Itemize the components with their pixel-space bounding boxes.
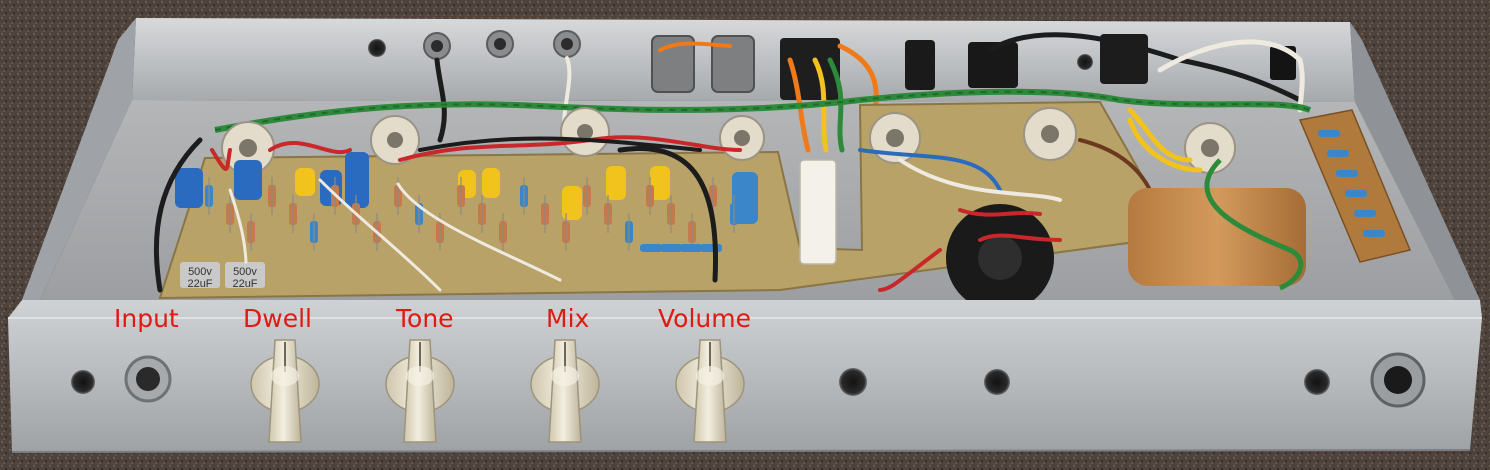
dwell-knob[interactable] — [250, 339, 320, 443]
footswitch-jack — [1370, 352, 1426, 408]
tone-knob[interactable] — [385, 339, 455, 443]
label-tone: Tone — [396, 304, 454, 333]
cap1-voltage: 500v — [188, 266, 212, 278]
cap2-voltage: 500v — [233, 266, 257, 278]
input-jack — [124, 355, 172, 403]
chassis-right-wall — [1350, 22, 1480, 300]
front-panel — [8, 300, 1482, 452]
mount-hole-1 — [839, 368, 867, 396]
label-volume: Volume — [658, 304, 751, 333]
mount-hole-right — [1304, 369, 1330, 395]
board-wiring — [153, 107, 1203, 293]
volume-knob[interactable] — [675, 339, 745, 443]
tube-sockets — [221, 107, 1236, 312]
cap2-value: 22uF — [232, 278, 257, 290]
label-input: Input — [114, 304, 179, 333]
output-transformer — [1128, 158, 1306, 291]
mount-hole-2 — [984, 369, 1010, 395]
mix-knob[interactable] — [530, 339, 600, 443]
terminal-strip — [1298, 109, 1412, 263]
components: 500v 22uF 500v 22uF — [175, 152, 837, 290]
chassis-left-wall — [22, 18, 136, 300]
label-dwell: Dwell — [243, 304, 312, 333]
label-mix: Mix — [546, 304, 590, 333]
cap1-value: 22uF — [187, 278, 212, 290]
mount-hole-left — [71, 370, 95, 394]
